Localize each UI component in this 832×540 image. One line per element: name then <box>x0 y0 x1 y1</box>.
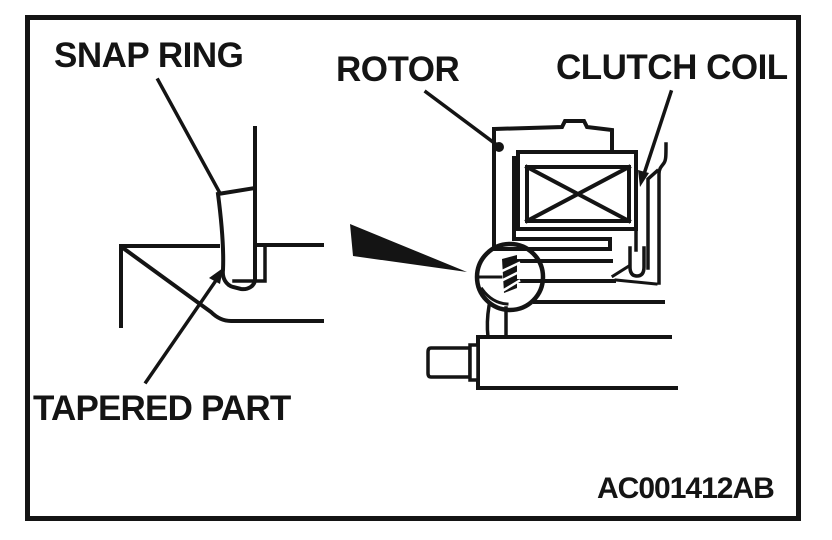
taper-contour <box>120 245 324 323</box>
rotor-assembly-drawing <box>423 89 678 390</box>
rotor-leader-line <box>423 89 504 152</box>
detail-circle <box>474 241 546 313</box>
label-tapered-part: TAPERED PART <box>33 389 291 428</box>
snap-ring-detail-drawing <box>119 77 324 385</box>
tapered-part-arrow <box>143 268 223 385</box>
figure-border <box>25 15 801 521</box>
figure-part-code: AC001412AB <box>597 472 775 505</box>
coil-lead-tab <box>628 246 646 278</box>
compressor-body <box>476 335 678 390</box>
groove-step <box>232 244 267 283</box>
compressor-shaft <box>426 343 480 382</box>
mounting-bracket <box>610 142 668 286</box>
hub-neck-left <box>485 303 492 339</box>
clutch-coil-cross <box>524 164 632 224</box>
label-rotor: ROTOR <box>336 50 460 89</box>
clutch-coil-leader-line <box>638 89 674 187</box>
snap-ring-part <box>215 185 257 292</box>
detail-pointer-arrow <box>350 224 467 272</box>
label-snap-ring: SNAP RING <box>54 36 244 75</box>
pulley-rim-lines <box>515 259 665 304</box>
snap-ring-in-situ <box>476 255 521 306</box>
label-clutch-coil: CLUTCH COIL <box>556 48 788 87</box>
